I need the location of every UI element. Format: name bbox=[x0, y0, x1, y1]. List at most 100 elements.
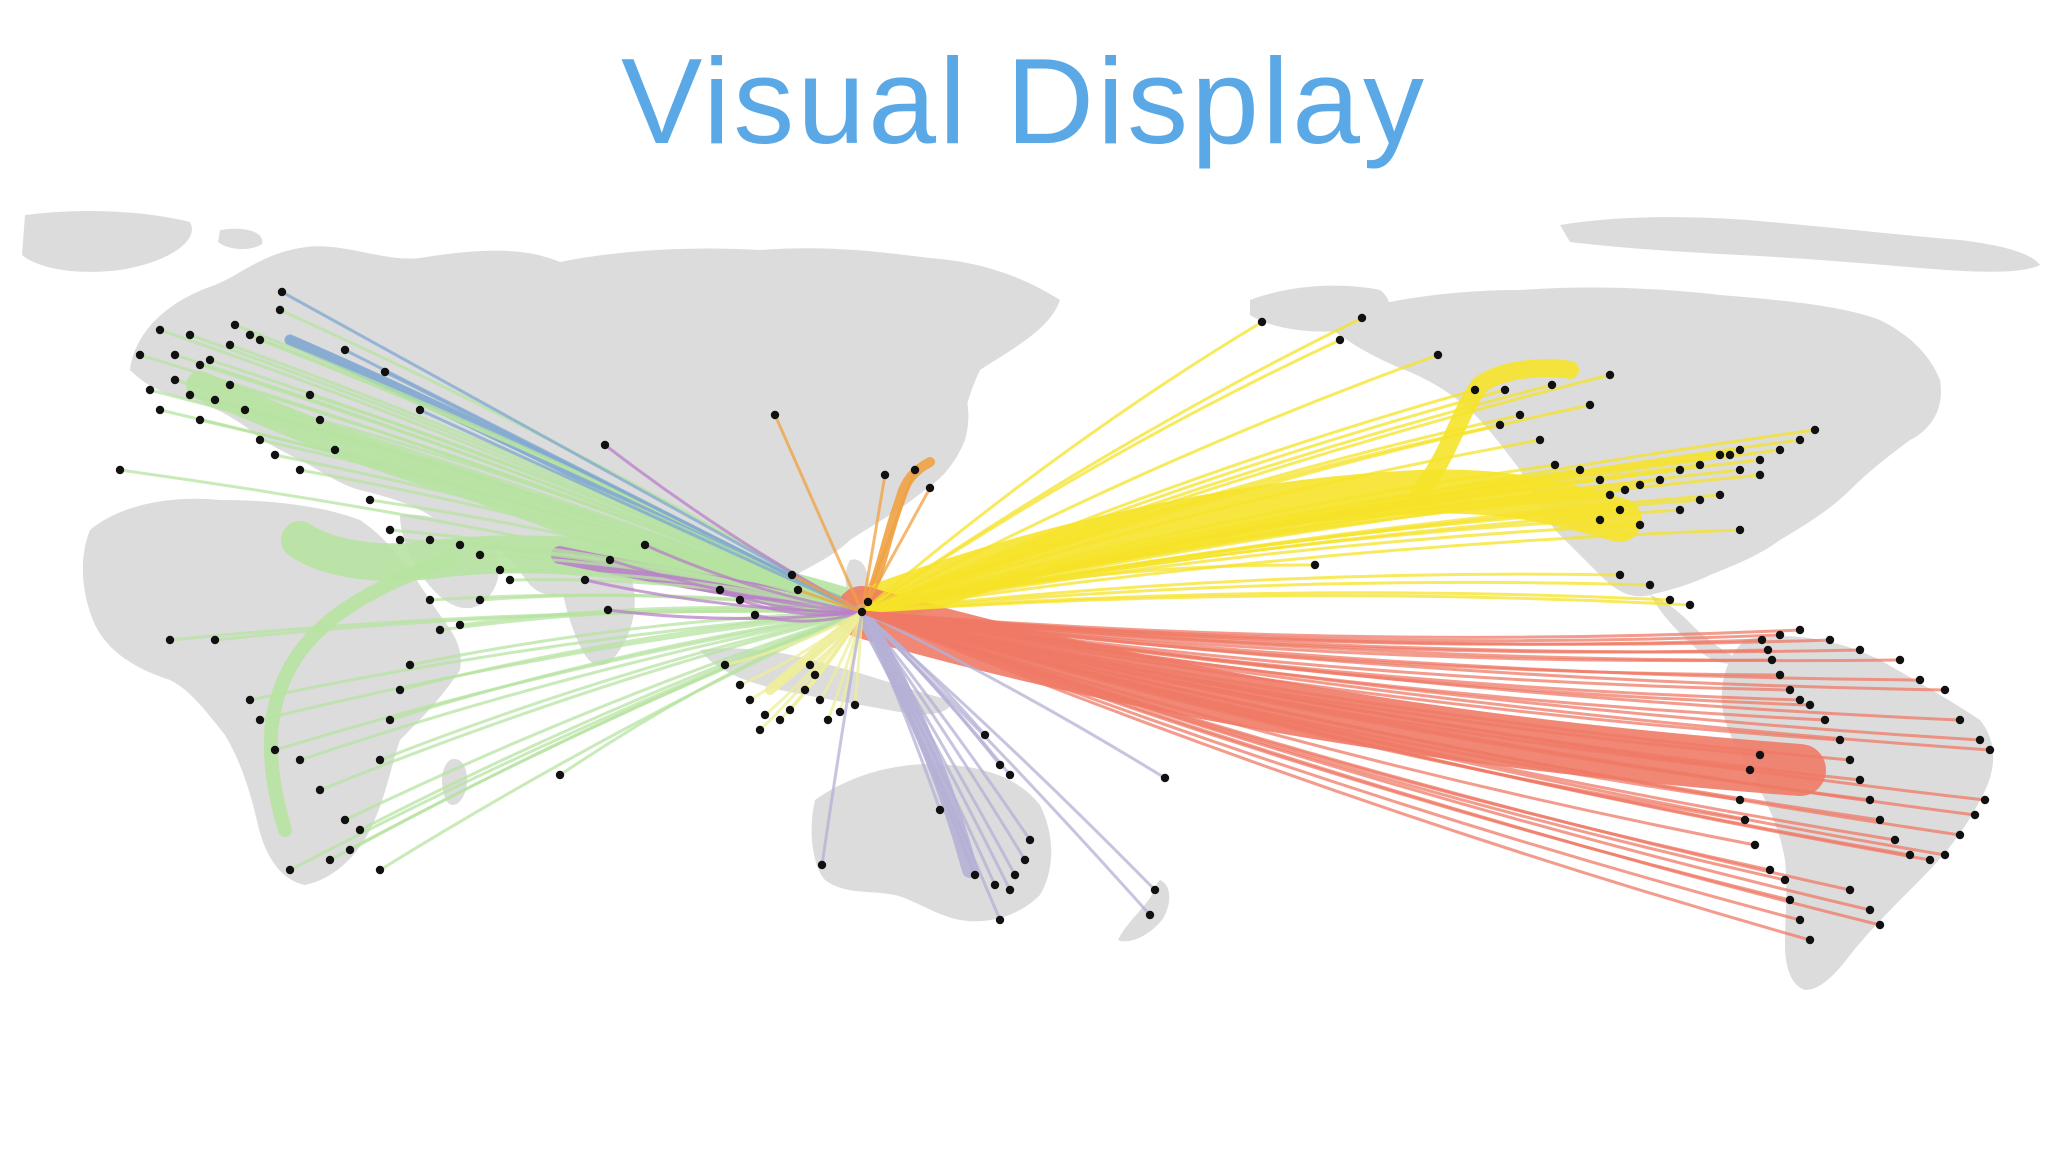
location-node bbox=[315, 415, 325, 425]
location-node bbox=[880, 470, 890, 480]
location-node bbox=[785, 705, 795, 715]
location-node bbox=[435, 625, 445, 635]
location-node bbox=[823, 715, 833, 725]
flow-northern-europe bbox=[418, 408, 864, 614]
location-node bbox=[385, 525, 395, 535]
location-node bbox=[1615, 570, 1625, 580]
flow-south-asia bbox=[643, 543, 864, 614]
location-node bbox=[1500, 385, 1510, 395]
flow-north-america bbox=[860, 338, 1342, 614]
flow-oceania bbox=[860, 610, 1152, 917]
location-node bbox=[1750, 840, 1760, 850]
location-node bbox=[395, 535, 405, 545]
location-node bbox=[1795, 435, 1805, 445]
location-node bbox=[1820, 715, 1830, 725]
location-node bbox=[185, 330, 195, 340]
location-node bbox=[375, 755, 385, 765]
location-node bbox=[715, 585, 725, 595]
location-node bbox=[1635, 520, 1645, 530]
flow-south-america bbox=[860, 610, 1742, 802]
location-node bbox=[555, 770, 565, 780]
location-node bbox=[1433, 350, 1443, 360]
location-node bbox=[275, 305, 285, 315]
flow-south-america bbox=[860, 610, 1962, 722]
location-node bbox=[1755, 470, 1765, 480]
location-node bbox=[225, 380, 235, 390]
location-node bbox=[910, 465, 920, 475]
location-node bbox=[1775, 630, 1785, 640]
location-node bbox=[1160, 773, 1170, 783]
flow-southeast-asia bbox=[808, 610, 864, 667]
location-node bbox=[755, 725, 765, 735]
flow-north-america bbox=[860, 373, 1612, 614]
location-node bbox=[1595, 515, 1605, 525]
location-node bbox=[600, 440, 610, 450]
location-nodes bbox=[115, 287, 1995, 945]
flow-europe bbox=[378, 610, 864, 762]
flow-south-asia bbox=[738, 598, 864, 617]
flow-south-america bbox=[860, 610, 1757, 847]
location-node bbox=[1025, 835, 1035, 845]
location-node bbox=[1645, 580, 1655, 590]
location-node bbox=[355, 825, 365, 835]
location-node bbox=[1615, 505, 1625, 515]
location-node bbox=[805, 660, 815, 670]
location-node bbox=[1845, 755, 1855, 765]
flow-north-america bbox=[860, 403, 1592, 614]
location-node bbox=[1695, 495, 1705, 505]
location-node bbox=[305, 390, 315, 400]
flow-north-america bbox=[860, 438, 1542, 614]
flow-east-asia bbox=[860, 473, 887, 614]
location-node bbox=[1780, 875, 1790, 885]
location-node bbox=[990, 880, 1000, 890]
flow-europe bbox=[263, 553, 457, 837]
location-node bbox=[1495, 420, 1505, 430]
flow-oceania bbox=[860, 610, 1017, 877]
location-node bbox=[1470, 385, 1480, 395]
land-iceland bbox=[218, 228, 263, 250]
flow-europe bbox=[198, 363, 864, 614]
location-node bbox=[1257, 317, 1267, 327]
location-node bbox=[1855, 775, 1865, 785]
location-node bbox=[1890, 835, 1900, 845]
location-node bbox=[185, 390, 195, 400]
flow-south-america bbox=[860, 610, 1962, 837]
flow-europe bbox=[358, 610, 864, 832]
location-node bbox=[1735, 465, 1745, 475]
flow-oceania bbox=[860, 610, 1032, 842]
flow-south-america bbox=[860, 610, 1782, 643]
flow-oceania bbox=[860, 610, 1027, 862]
location-node bbox=[255, 335, 265, 345]
location-node bbox=[1805, 935, 1815, 945]
location-node bbox=[1915, 675, 1925, 685]
location-node bbox=[1940, 850, 1950, 860]
flow-europe bbox=[343, 610, 864, 822]
location-node bbox=[255, 435, 265, 445]
location-node bbox=[787, 570, 797, 580]
location-node bbox=[345, 845, 355, 855]
location-node bbox=[735, 680, 745, 690]
location-node bbox=[1775, 445, 1785, 455]
location-node bbox=[857, 607, 867, 617]
location-node bbox=[155, 405, 165, 415]
location-node bbox=[170, 350, 180, 360]
location-node bbox=[1335, 335, 1345, 345]
location-node bbox=[1975, 735, 1985, 745]
location-node bbox=[1835, 735, 1845, 745]
location-node bbox=[605, 555, 615, 565]
flow-south-america bbox=[860, 610, 1812, 942]
flow-europe bbox=[258, 610, 864, 722]
location-node bbox=[1735, 525, 1745, 535]
location-node bbox=[770, 410, 780, 420]
location-node bbox=[603, 605, 613, 615]
flow-north-america bbox=[860, 580, 1652, 614]
flow-north-america bbox=[860, 388, 1477, 614]
location-node bbox=[375, 865, 385, 875]
location-node bbox=[815, 695, 825, 705]
location-node bbox=[205, 355, 215, 365]
location-node bbox=[1145, 910, 1155, 920]
location-node bbox=[115, 465, 125, 475]
location-node bbox=[1875, 920, 1885, 930]
location-node bbox=[270, 450, 280, 460]
flow-oceania bbox=[860, 610, 1157, 892]
